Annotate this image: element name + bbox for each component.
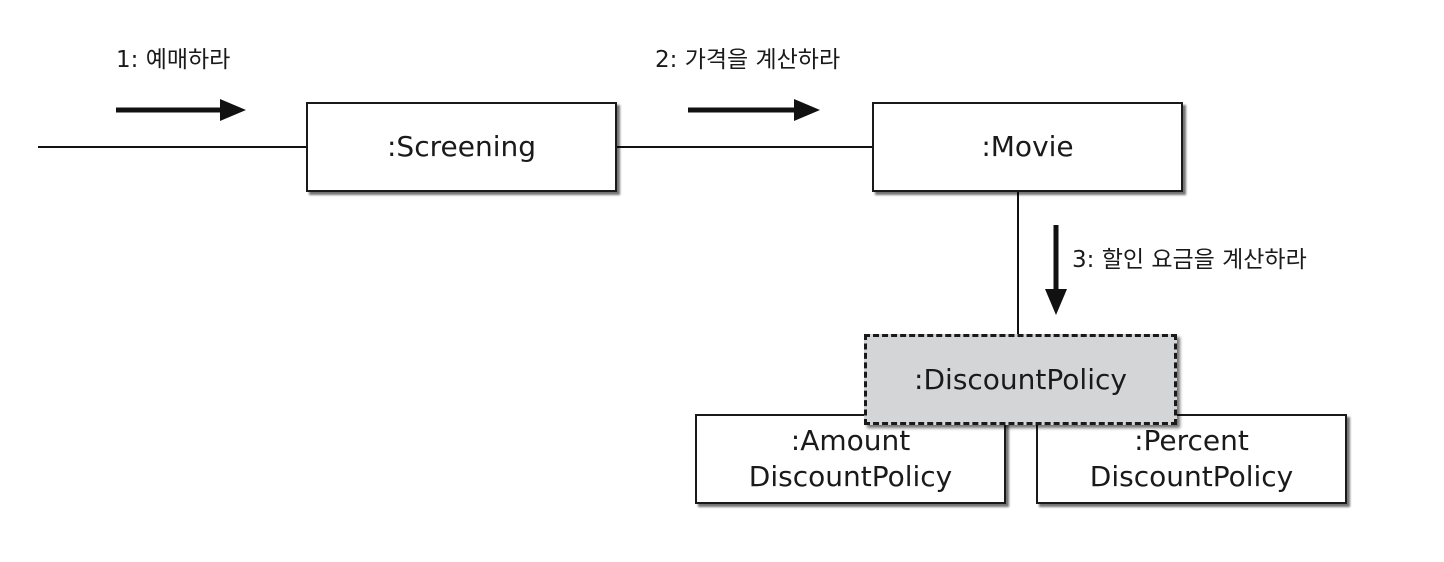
screening-label: :Screening	[387, 130, 536, 163]
message-1-label: 1: 예매하라	[116, 47, 231, 73]
discount-policy-object: :DiscountPolicy	[864, 334, 1177, 425]
message-2-arrow	[688, 99, 820, 121]
message-3-label: 3: 할인 요금을 계산하라	[1072, 247, 1307, 273]
message-1-arrow	[116, 99, 246, 121]
movie-object: :Movie	[872, 102, 1183, 192]
message-3-arrow	[1045, 225, 1067, 315]
percent-discount-policy-label: :Percent DiscountPolicy	[1089, 424, 1294, 493]
percent-discount-policy-object: :Percent DiscountPolicy	[1036, 414, 1347, 504]
message-2-label: 2: 가격을 계산하라	[655, 47, 841, 73]
amount-discount-policy-object: :Amount DiscountPolicy	[695, 414, 1006, 504]
movie-label: :Movie	[981, 130, 1074, 163]
discount-policy-label: :DiscountPolicy	[914, 362, 1127, 396]
amount-discount-policy-label: :Amount DiscountPolicy	[748, 424, 953, 493]
screening-object: :Screening	[306, 102, 617, 192]
